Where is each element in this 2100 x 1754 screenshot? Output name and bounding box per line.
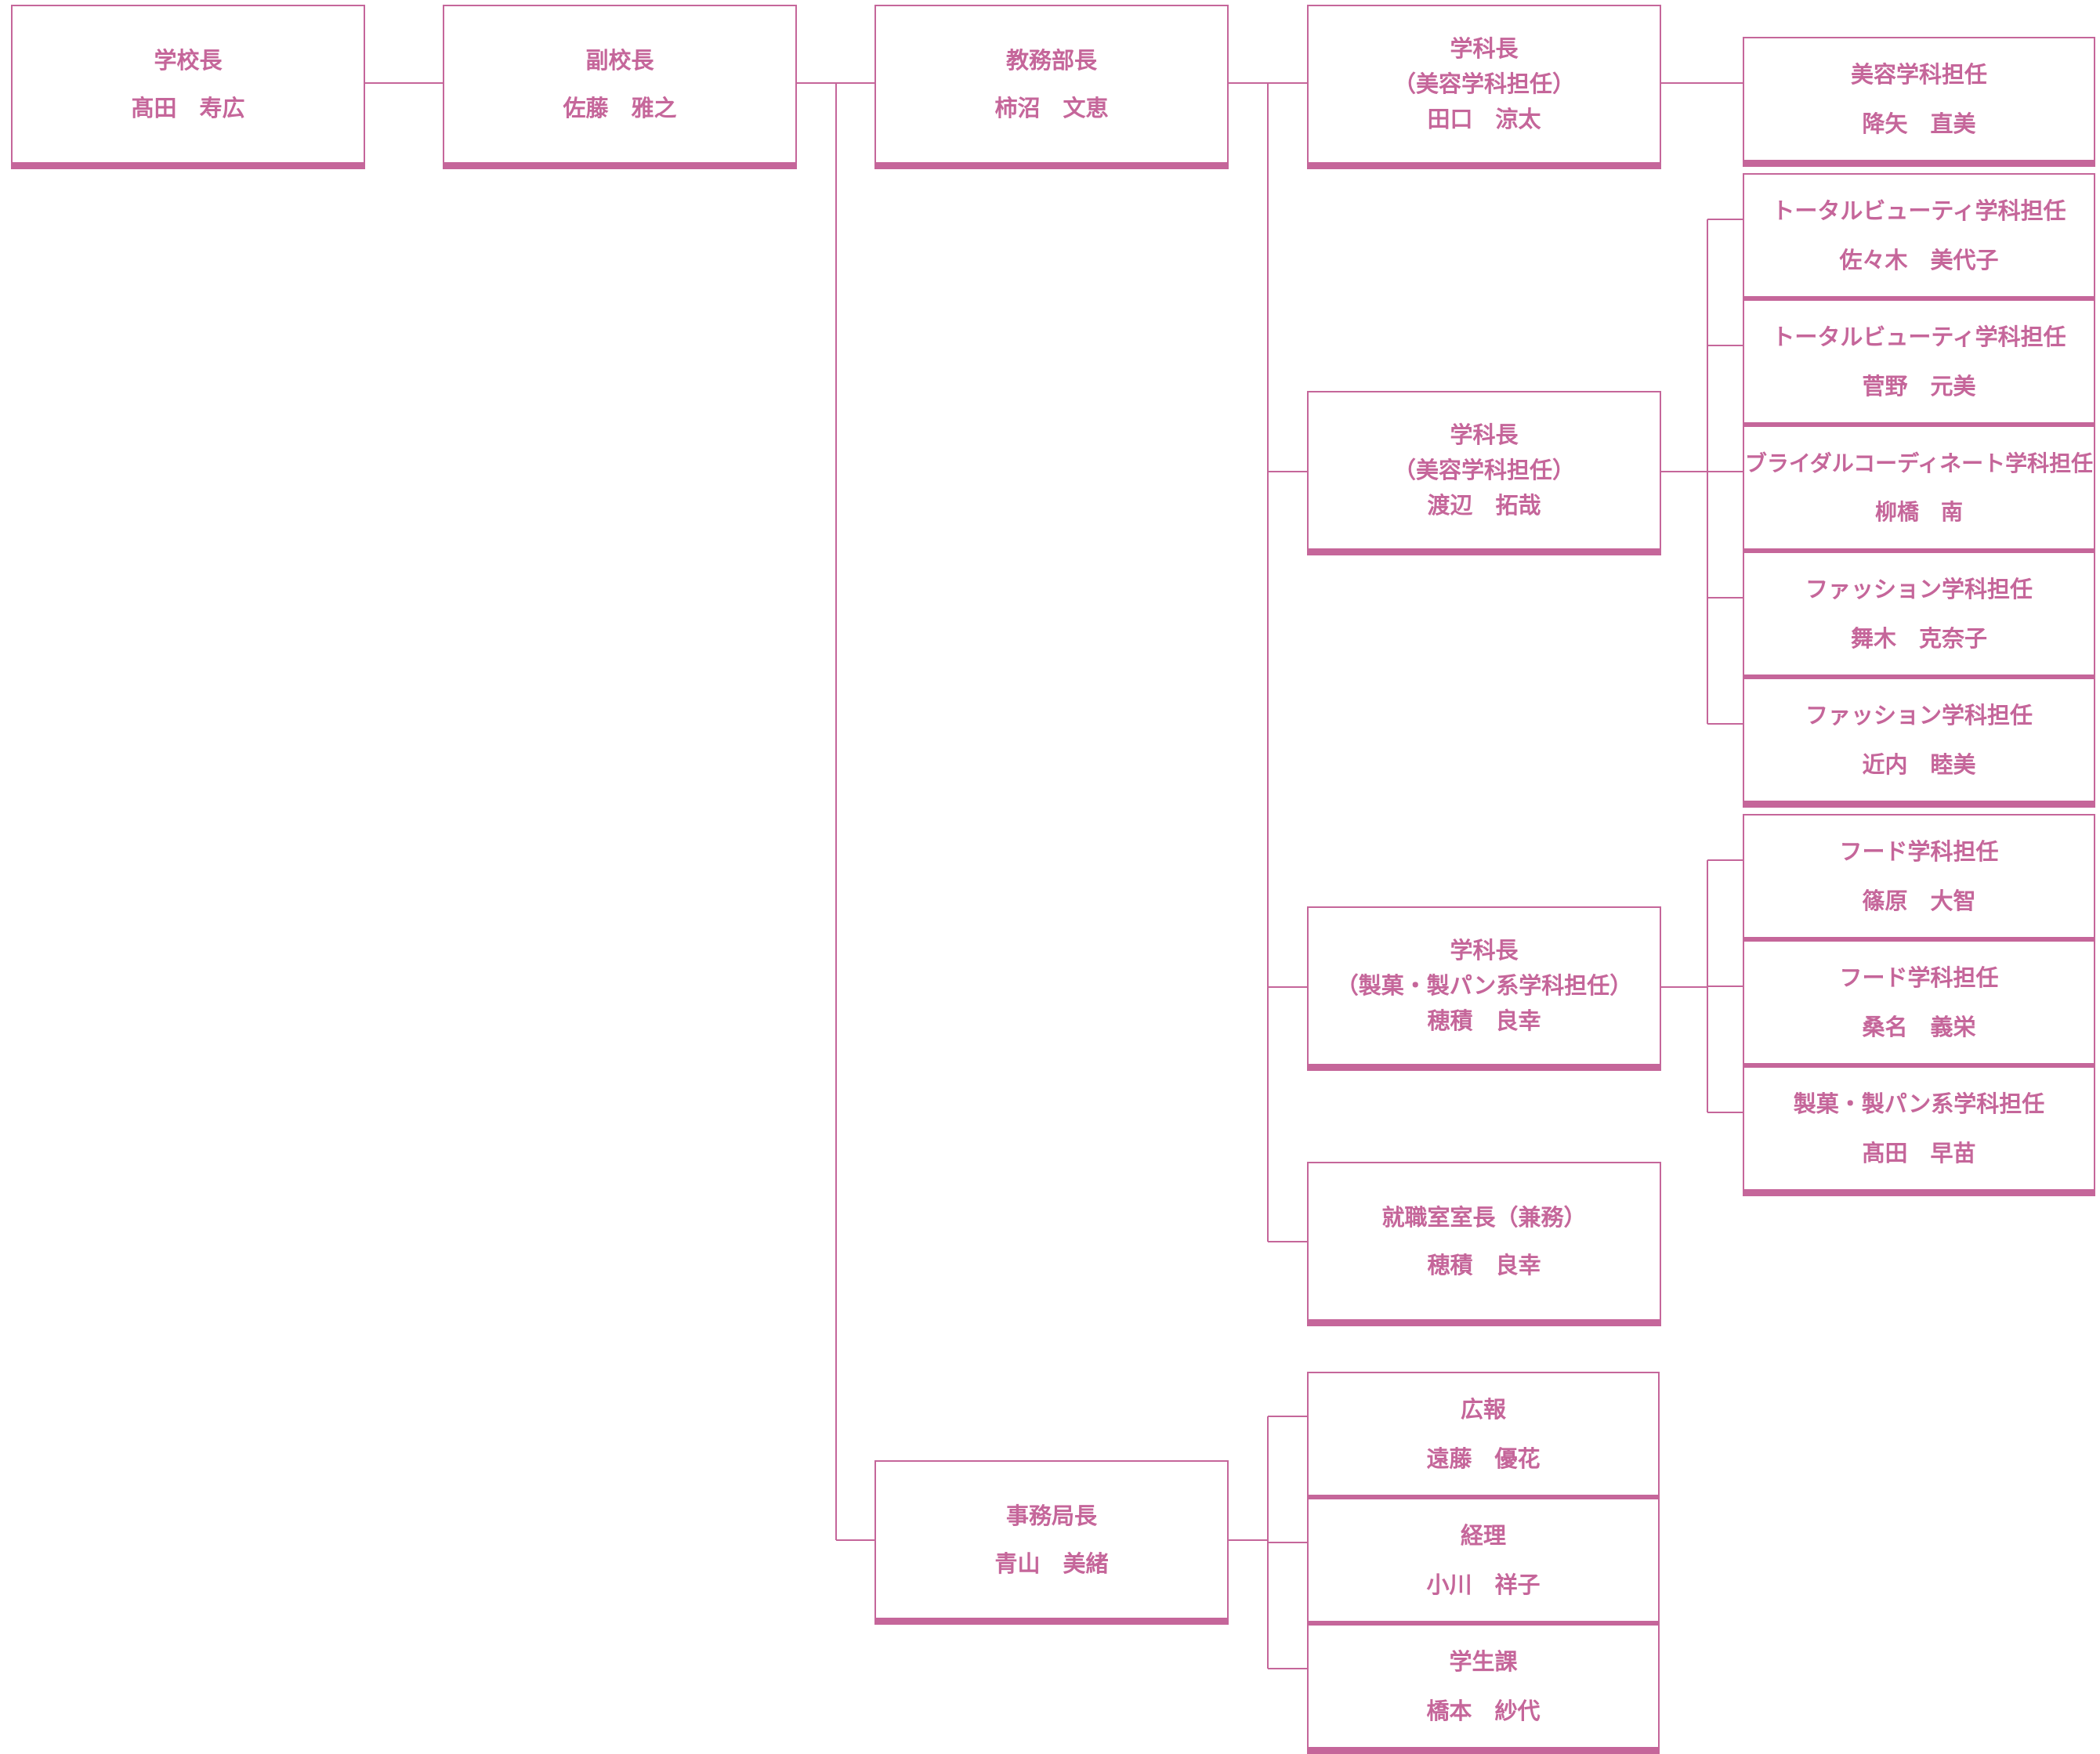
teacher-fashion-1-title: ファッション学科担任: [1805, 575, 2033, 602]
teacher-confectionery-title: 製菓・製パン系学科担任: [1793, 1090, 2045, 1117]
teacher-bridal-title: ブライダルコーディネート学科担任: [1744, 450, 2094, 476]
academic-director-title: 教務部長: [1005, 46, 1097, 74]
teacher-fashion-2-box: ファッション学科担任 近内 睦美: [1743, 678, 2095, 808]
career-office-title: 就職室室長（兼務）: [1381, 1203, 1587, 1231]
dept-head-3-role: （製菓・製パン系学科担任）: [1335, 972, 1633, 999]
academic-director-name: 柿沼 文恵: [994, 94, 1109, 121]
teacher-fashion-2-title: ファッション学科担任: [1805, 701, 2033, 729]
dept-head-1-role: （美容学科担任）: [1392, 71, 1575, 97]
accounting-name: 小川 祥子: [1426, 1571, 1541, 1598]
teacher-fashion-1-box: ファッション学科担任 舞木 克奈子: [1743, 552, 2095, 682]
teacher-total-beauty-1-name: 佐々木 美代子: [1839, 246, 1999, 273]
teacher-confectionery-name: 髙田 早苗: [1862, 1139, 1976, 1166]
student-affairs-title: 学生課: [1449, 1647, 1518, 1675]
student-affairs-box: 学生課 橋本 紗代: [1307, 1624, 1660, 1754]
dept-head-1-title: 学科長: [1450, 35, 1519, 62]
dept-head-2-box: 学科長 （美容学科担任） 渡辺 拓哉: [1307, 391, 1661, 555]
teacher-total-beauty-1-title: トータルビューティ学科担任: [1772, 197, 2066, 224]
principal-box: 学校長 髙田 寿広: [11, 5, 365, 169]
office-director-box: 事務局長 青山 美緒: [874, 1460, 1229, 1625]
vice-principal-name: 佐藤 雅之: [563, 94, 677, 121]
teacher-food-2-title: フード学科担任: [1839, 964, 1999, 991]
connector-lines: [365, 82, 1743, 1669]
accounting-box: 経理 小川 祥子: [1307, 1498, 1660, 1628]
career-office-name: 穂積 良幸: [1427, 1251, 1541, 1278]
teacher-food-1-box: フード学科担任 篠原 大智: [1743, 814, 2095, 944]
teacher-fashion-1-name: 舞木 克奈子: [1850, 624, 1987, 652]
teacher-total-beauty-1-box: トータルビューティ学科担任 佐々木 美代子: [1743, 173, 2095, 303]
pr-name: 遠藤 優花: [1426, 1445, 1541, 1472]
teacher-total-beauty-2-title: トータルビューティ学科担任: [1772, 323, 2066, 350]
academic-director-box: 教務部長 柿沼 文恵: [874, 5, 1229, 169]
dept-head-3-box: 学科長 （製菓・製パン系学科担任） 穂積 良幸: [1307, 906, 1661, 1071]
teacher-food-1-name: 篠原 大智: [1862, 887, 1976, 914]
teacher-food-2-name: 桑名 義栄: [1862, 1013, 1976, 1040]
dept-head-2-title: 学科長: [1450, 421, 1519, 448]
dept-head-3-title: 学科長: [1450, 937, 1519, 964]
teacher-confectionery-box: 製菓・製パン系学科担任 髙田 早苗: [1743, 1066, 2095, 1196]
teacher-bridal-box: ブライダルコーディネート学科担任 柳橋 南: [1743, 425, 2095, 555]
teacher-beauty-name: 降矢 直美: [1862, 110, 1976, 137]
dept-head-3-name: 穂積 良幸: [1427, 1007, 1541, 1034]
teacher-beauty-title: 美容学科担任: [1850, 60, 1987, 88]
teacher-total-beauty-2-name: 菅野 元美: [1862, 372, 1976, 400]
pr-box: 広報 遠藤 優花: [1307, 1372, 1660, 1502]
teacher-food-1-title: フード学科担任: [1839, 837, 1999, 865]
pr-title: 広報: [1460, 1395, 1506, 1423]
teacher-bridal-name: 柳橋 南: [1874, 498, 1963, 525]
dept-head-2-name: 渡辺 拓哉: [1427, 492, 1541, 519]
teacher-food-2-box: フード学科担任 桑名 義栄: [1743, 940, 2095, 1070]
teacher-total-beauty-2-box: トータルビューティ学科担任 菅野 元美: [1743, 299, 2095, 429]
student-affairs-name: 橋本 紗代: [1426, 1697, 1541, 1724]
dept-head-1-box: 学科長 （美容学科担任） 田口 涼太: [1307, 5, 1661, 169]
accounting-title: 経理: [1460, 1521, 1506, 1549]
principal-name: 髙田 寿広: [131, 94, 245, 121]
office-director-title: 事務局長: [1005, 1502, 1097, 1529]
teacher-beauty-box: 美容学科担任 降矢 直美: [1743, 37, 2095, 167]
vice-principal-box: 副校長 佐藤 雅之: [443, 5, 797, 169]
dept-head-1-name: 田口 涼太: [1427, 106, 1541, 132]
teacher-fashion-2-name: 近内 睦美: [1862, 750, 1976, 778]
dept-head-2-role: （美容学科担任）: [1392, 457, 1575, 483]
career-office-box: 就職室室長（兼務） 穂積 良幸: [1307, 1162, 1661, 1326]
principal-title: 学校長: [154, 46, 223, 74]
org-chart: 学校長 髙田 寿広 副校長 佐藤 雅之 教務部長 柿沼 文恵 事務局長 青山 美…: [11, 5, 2095, 1754]
office-director-name: 青山 美緒: [994, 1550, 1109, 1577]
vice-principal-title: 副校長: [585, 46, 654, 74]
